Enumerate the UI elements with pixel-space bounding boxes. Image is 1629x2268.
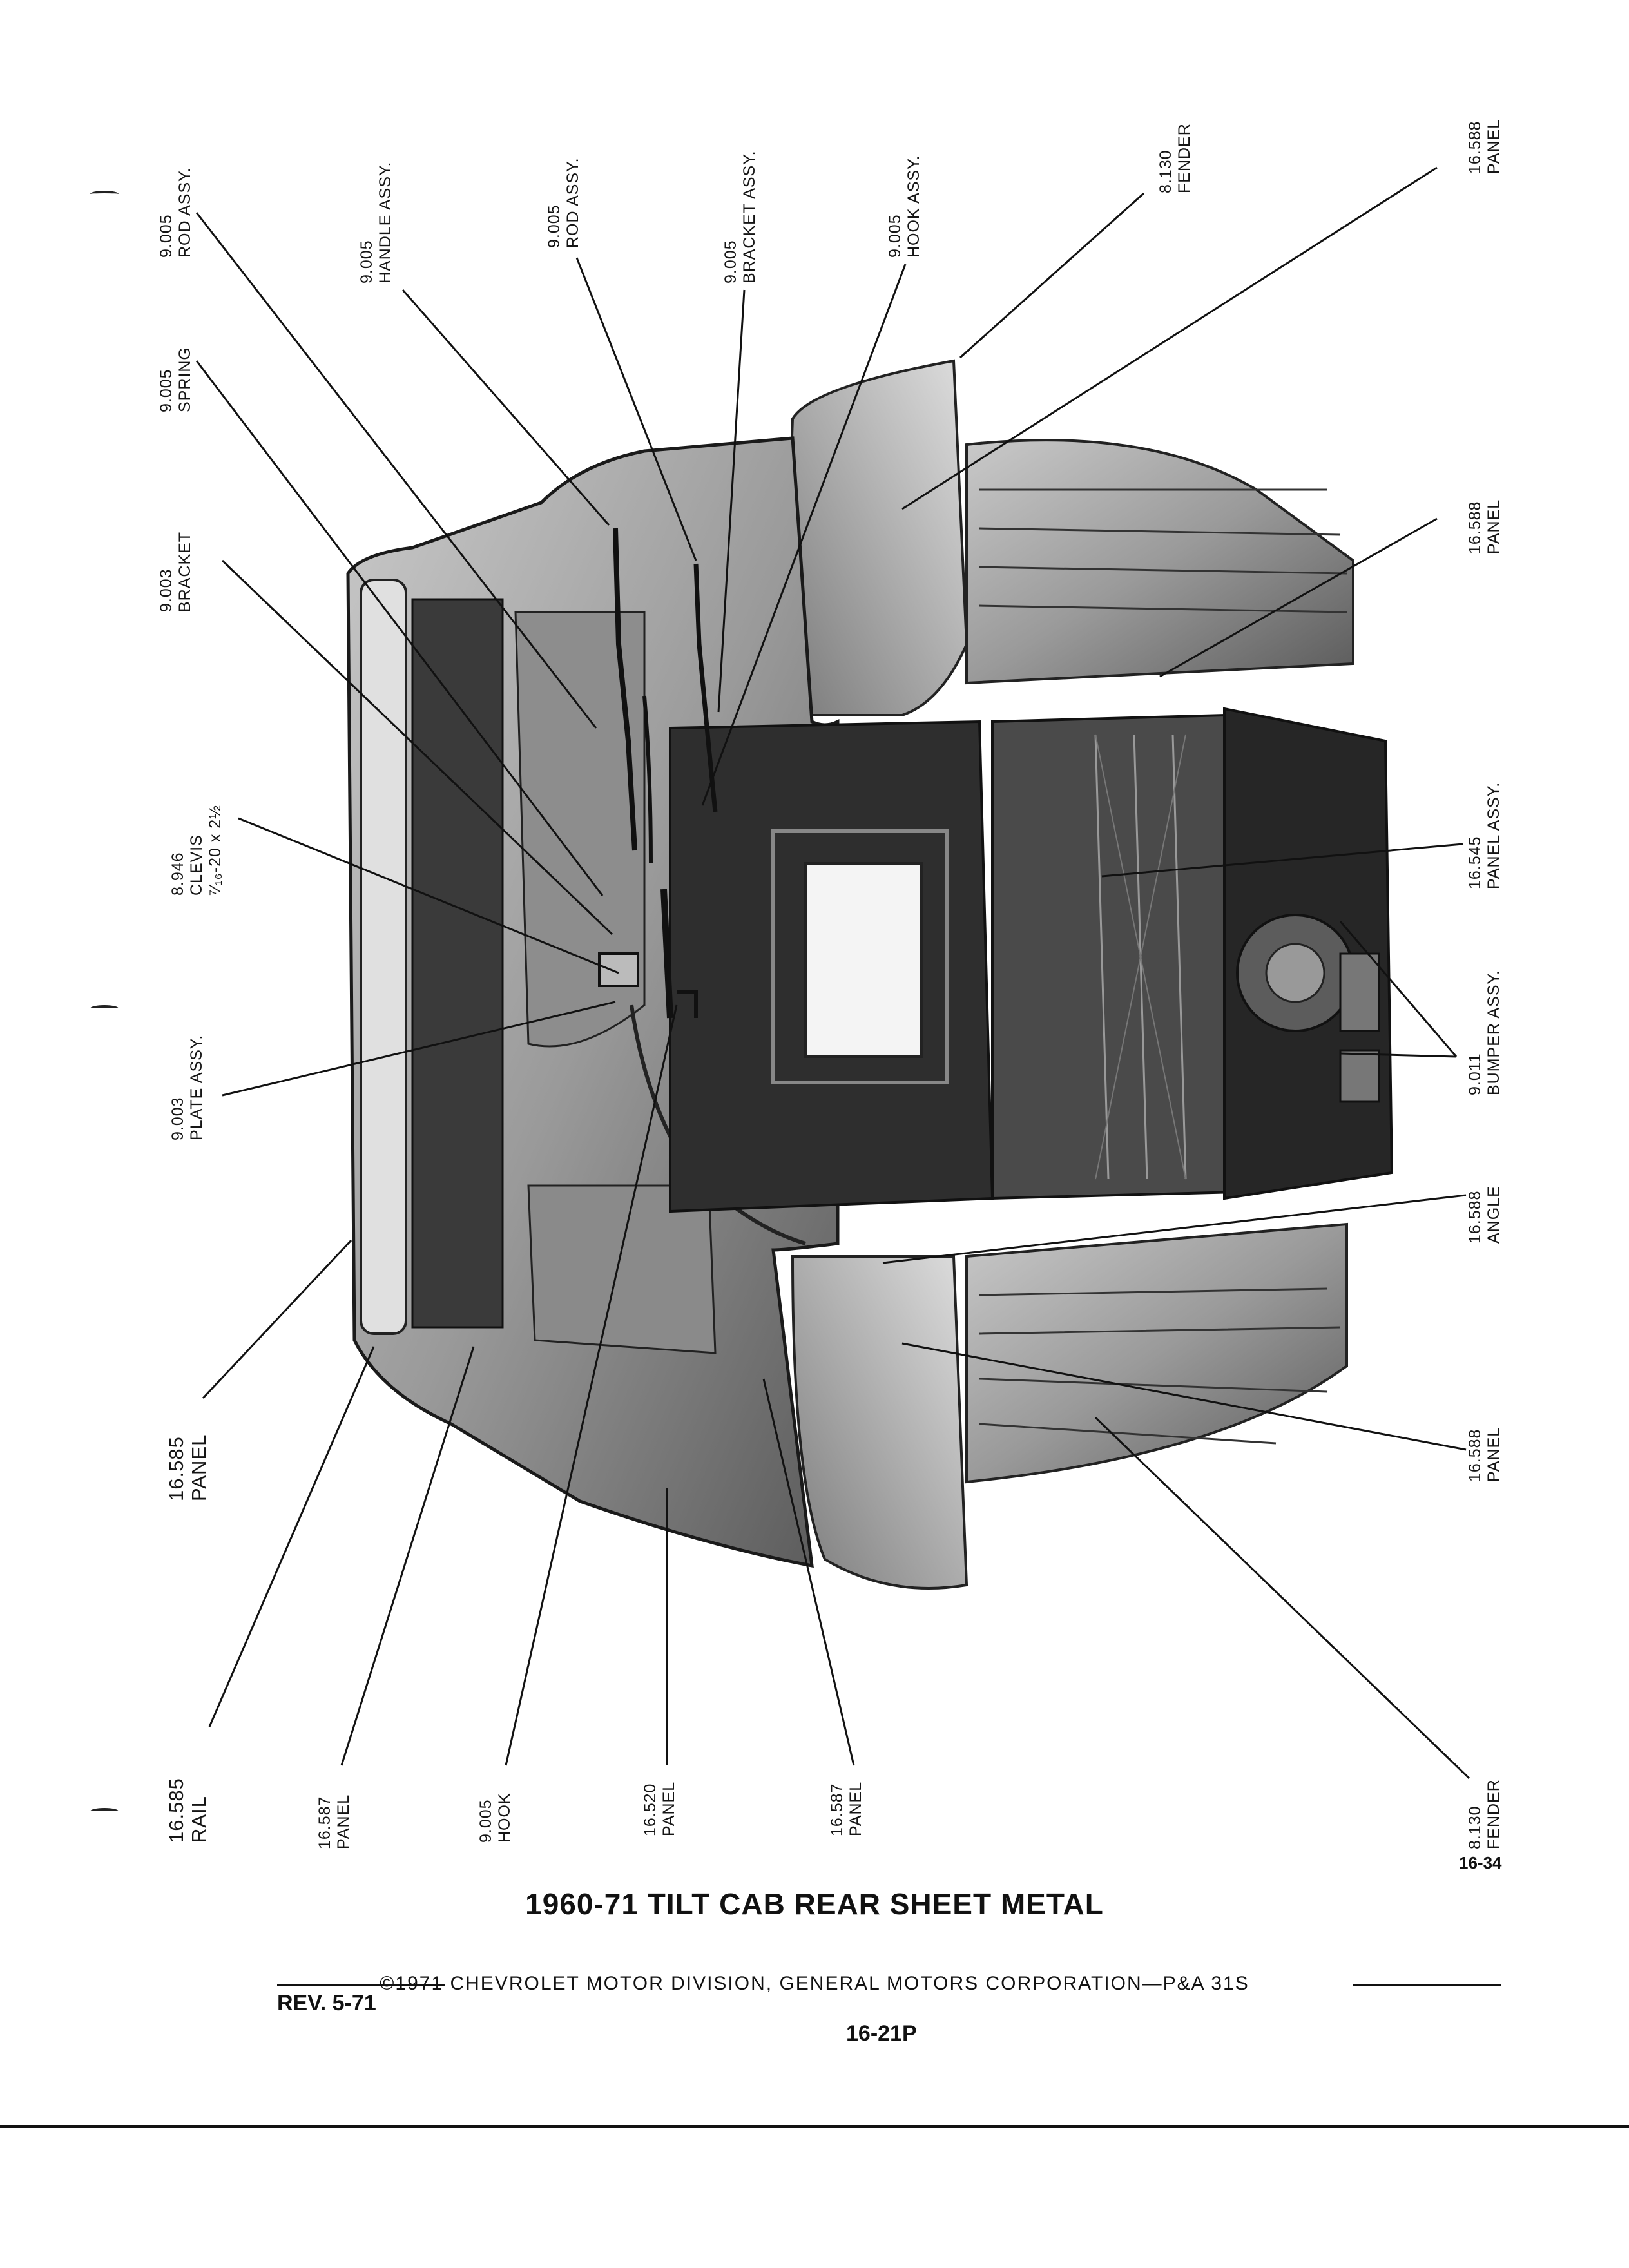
leader-panel-16588-c bbox=[901, 1342, 1467, 1451]
copyright-line: ©1971 CHEVROLET MOTOR DIVISION, GENERAL … bbox=[380, 1973, 1249, 1994]
leader-angle bbox=[882, 1194, 1467, 1264]
upper-fender-shape bbox=[789, 359, 1354, 716]
leader-panel-assy bbox=[1101, 843, 1463, 878]
leader-panel-16587-b bbox=[762, 1378, 855, 1766]
leader-panel-16588-b bbox=[1159, 517, 1438, 678]
leader-hook bbox=[505, 1004, 678, 1766]
leader-bumper-a bbox=[1339, 921, 1458, 1057]
bottom-page-rule bbox=[0, 2125, 1629, 2128]
leader-bracket-assy bbox=[717, 289, 746, 713]
cab-rear-panel-shape bbox=[346, 436, 840, 1568]
binder-hole-mark bbox=[90, 1005, 119, 1012]
binder-hole-mark bbox=[90, 1808, 119, 1814]
leader-panel-16585 bbox=[202, 1239, 352, 1399]
leader-panel-16587-a bbox=[340, 1346, 475, 1766]
leader-fender-b bbox=[1094, 1416, 1470, 1780]
binder-hole-mark bbox=[90, 191, 119, 197]
leader-rod-assy-a bbox=[195, 212, 597, 729]
copyright-rule-left bbox=[277, 1984, 445, 1986]
leader-fender-a bbox=[959, 192, 1145, 359]
page-number: 16-21P bbox=[846, 2021, 917, 2046]
leader-plate-assy bbox=[222, 1001, 616, 1097]
leader-panel-16588-a bbox=[901, 166, 1438, 510]
leader-bumper-b bbox=[1340, 1052, 1457, 1058]
leader-handle-assy bbox=[401, 289, 610, 526]
figure-number: 16-34 bbox=[1459, 1853, 1502, 1872]
leader-bracket bbox=[221, 559, 613, 936]
cab-interior-shape bbox=[669, 713, 1239, 1213]
copyright-rule-right bbox=[1353, 1984, 1501, 1986]
leader-clevis bbox=[238, 817, 619, 974]
leader-spring bbox=[195, 360, 604, 896]
callout-leader-lines bbox=[195, 166, 1470, 1780]
engine-bay-shape bbox=[1223, 707, 1394, 1200]
leader-rail bbox=[208, 1346, 375, 1727]
page-title: 1960-71 TILT CAB REAR SHEET METAL bbox=[525, 1887, 1104, 1921]
revision-label: REV. 5-71 bbox=[277, 1991, 376, 2015]
leader-rod-assy-b bbox=[575, 257, 697, 561]
lower-fender-shape bbox=[791, 1222, 1348, 1590]
leader-hook-assy bbox=[701, 264, 907, 806]
